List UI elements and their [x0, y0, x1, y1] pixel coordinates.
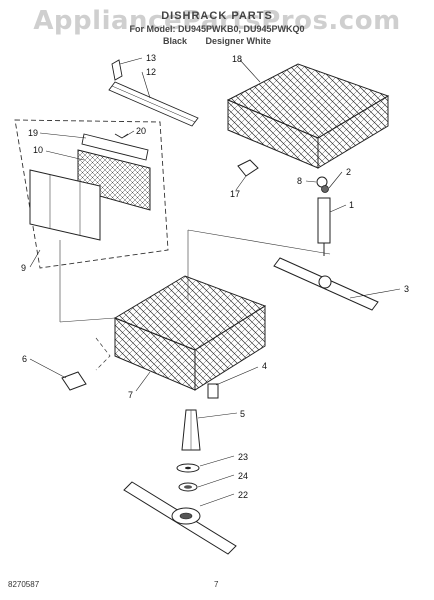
callout-12: 12	[146, 67, 156, 77]
lower-rack-part	[113, 275, 267, 391]
callout-10: 10	[33, 145, 43, 155]
lower-spray-hub	[176, 409, 201, 492]
callout-6: 6	[22, 354, 27, 364]
footer-page-number: 7	[214, 580, 219, 589]
callout-labels: 13 12 18 19 20 10 17 8 2 1 9 3 6 4 7 5 2…	[21, 53, 409, 500]
rack-bracket-part	[237, 159, 259, 177]
callout-23: 23	[238, 452, 248, 462]
lower-spray-arm-part	[123, 481, 237, 555]
stud-part	[207, 383, 219, 399]
rack-divider-group	[14, 119, 169, 269]
callout-4: 4	[262, 361, 267, 371]
callout-9: 9	[21, 263, 26, 273]
callout-3: 3	[404, 284, 409, 294]
callout-17: 17	[230, 189, 240, 199]
callout-18: 18	[232, 54, 242, 64]
upper-rack-part	[226, 63, 390, 169]
callout-8: 8	[297, 176, 302, 186]
color-black: Black	[162, 36, 187, 46]
model-numbers: For Model: DU945PWKB0, DU945PWKQ0	[129, 24, 305, 34]
spray-arm-column	[316, 176, 331, 256]
wheel-part	[61, 371, 87, 391]
callout-13: 13	[146, 53, 156, 63]
callout-22: 22	[238, 490, 248, 500]
footer-part-code: 8270587	[8, 580, 40, 589]
color-designer-white: Designer White	[205, 36, 272, 46]
callout-5: 5	[240, 409, 245, 419]
color-options: Black Designer White	[0, 36, 434, 46]
diagram-title: DISHRACK PARTS	[161, 10, 273, 22]
callout-2: 2	[346, 167, 351, 177]
callout-24: 24	[238, 471, 248, 481]
leader-lines	[29, 57, 401, 507]
callout-7: 7	[128, 390, 133, 400]
callout-1: 1	[349, 200, 354, 210]
callout-19: 19	[28, 128, 38, 138]
callout-20: 20	[136, 126, 146, 136]
rail-track-part	[108, 59, 199, 127]
watermark-logo: AppliancePartsPros.com	[33, 6, 401, 36]
